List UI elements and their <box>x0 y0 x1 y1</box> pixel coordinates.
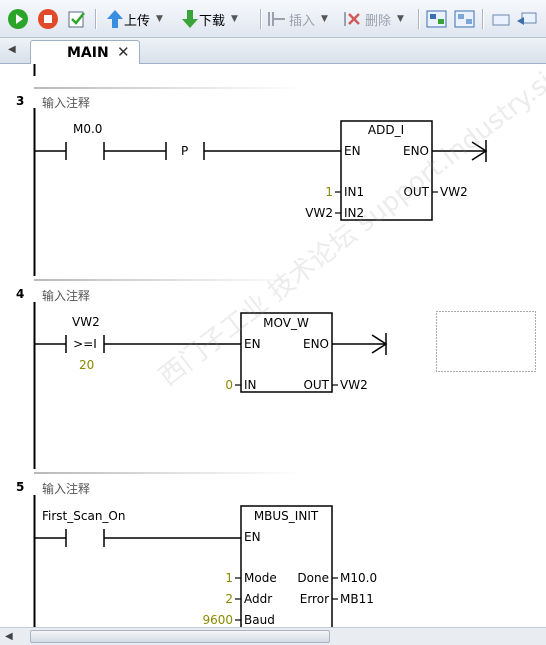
toolbar: 上传 ▼ 下载 ▼ 插入 ▼ 删除 ▼ <box>0 0 546 38</box>
network-view-button[interactable] <box>426 8 448 30</box>
scroll-left-arrow-icon[interactable]: ◀ <box>5 631 13 642</box>
upload-arrow-icon <box>107 10 123 28</box>
compare-operator: >=I <box>73 337 97 351</box>
rung-end-arrow-icon <box>471 140 488 162</box>
pin-in1: IN1 <box>344 185 364 199</box>
download-label: 下载 <box>199 13 226 29</box>
network-3: M0.0 P ADD_I EN ENO IN1 IN2 OUT 1 VW2 <box>35 120 488 221</box>
operand-mode[interactable]: 1 <box>225 571 233 585</box>
pin-en: EN <box>244 337 261 351</box>
network-4: VW2 >=I 20 MOV_W EN ENO IN OUT 0 VW2 <box>35 311 536 393</box>
scrollbar-thumb[interactable] <box>30 630 330 643</box>
window-button[interactable] <box>491 8 511 30</box>
pin-out: OUT <box>303 378 329 392</box>
download-dropdown-icon[interactable]: ▼ <box>231 14 238 24</box>
empty-cell-cursor[interactable] <box>436 311 536 372</box>
pin-addr: Addr <box>244 592 272 606</box>
stop-icon <box>38 9 58 29</box>
delete-button[interactable]: 删除 ▼ <box>343 8 404 30</box>
tab-main-label: MAIN <box>67 45 109 61</box>
pin-eno: ENO <box>303 337 329 351</box>
tab-close-icon[interactable]: ✕ <box>117 43 130 61</box>
network-separator <box>34 87 304 89</box>
compile-check-icon <box>68 11 85 28</box>
contact-address: M0.0 <box>73 122 102 136</box>
network-comment[interactable]: 输入注释 <box>42 289 91 303</box>
box-title: MBUS_INIT <box>254 509 319 523</box>
compare-value[interactable]: 20 <box>79 358 94 372</box>
delete-icon <box>344 12 360 26</box>
operand-baud[interactable]: 9600 <box>202 613 233 627</box>
network-number: 5 <box>16 480 25 494</box>
network-comment[interactable]: 输入注释 <box>42 482 91 496</box>
pin-out: OUT <box>403 185 429 199</box>
pin-baud: Baud <box>244 613 275 627</box>
operand-out[interactable]: VW2 <box>340 378 368 392</box>
run-button[interactable] <box>8 8 28 30</box>
ladder-editor[interactable]: 3 输入注释 4 输入注释 5 输入注释 M0.0 P ADD <box>0 64 546 627</box>
stop-button[interactable] <box>38 8 58 30</box>
operand-addr[interactable]: 2 <box>225 592 233 606</box>
operand-out[interactable]: VW2 <box>440 185 468 199</box>
delete-label: 删除 <box>365 13 392 29</box>
upload-label: 上传 <box>124 13 151 29</box>
pin-en: EN <box>344 144 361 158</box>
operand-error[interactable]: MB11 <box>340 592 374 606</box>
add-i-box[interactable] <box>340 120 433 221</box>
download-arrow-icon <box>182 10 198 28</box>
box-title: ADD_I <box>368 123 404 137</box>
mbus-init-box[interactable] <box>240 505 333 627</box>
window-icon <box>492 14 510 26</box>
edge-label: P <box>181 144 188 158</box>
network-number: 3 <box>16 94 25 108</box>
operand-in1[interactable]: 1 <box>325 185 333 199</box>
network-5: First_Scan_On MBUS_INIT EN Mode Addr Bau… <box>35 505 377 627</box>
contact-address: First_Scan_On <box>42 509 125 523</box>
insert-dropdown-icon[interactable]: ▼ <box>321 14 328 24</box>
mov-w-box[interactable] <box>240 312 333 393</box>
pin-error: Error <box>300 592 329 606</box>
pin-done: Done <box>297 571 329 585</box>
compile-button[interactable] <box>67 8 87 30</box>
network-number: 4 <box>16 287 25 301</box>
upload-button[interactable]: 上传 ▼ <box>106 8 163 30</box>
network-expand-button[interactable] <box>454 8 476 30</box>
insert-icon <box>268 12 285 26</box>
network-expand-icon <box>454 10 475 28</box>
pin-mode: Mode <box>244 571 277 585</box>
network-separator <box>34 472 304 474</box>
delete-dropdown-icon[interactable]: ▼ <box>397 14 404 24</box>
insert-label: 插入 <box>289 13 316 29</box>
contact-no[interactable] <box>65 529 105 547</box>
insert-button[interactable]: 插入 ▼ <box>267 8 328 30</box>
pin-eno: ENO <box>403 144 429 158</box>
tab-bar: ◀ MAIN ✕ <box>0 38 546 65</box>
rung-end-arrow-icon <box>371 333 388 355</box>
swap-icon <box>517 12 537 25</box>
tab-scroll-left-icon[interactable]: ◀ <box>8 44 16 55</box>
pin-en: EN <box>244 530 261 544</box>
network-comment[interactable]: 输入注释 <box>42 96 91 110</box>
tab-main[interactable]: MAIN ✕ <box>30 40 140 65</box>
horizontal-scrollbar[interactable]: ◀ <box>0 627 546 645</box>
operand-done[interactable]: M10.0 <box>340 571 377 585</box>
pin-in2: IN2 <box>344 206 364 220</box>
box-title: MOV_W <box>263 316 309 330</box>
network-separator <box>34 279 304 281</box>
contact-no[interactable] <box>65 142 105 160</box>
download-button[interactable]: 下载 ▼ <box>181 8 238 30</box>
swap-button[interactable] <box>516 8 540 30</box>
run-icon <box>8 9 28 29</box>
pin-in: IN <box>244 378 257 392</box>
upload-dropdown-icon[interactable]: ▼ <box>156 14 163 24</box>
operand-in[interactable]: 0 <box>225 378 233 392</box>
network-view-icon <box>426 10 447 28</box>
contact-address: VW2 <box>72 315 100 329</box>
operand-in2[interactable]: VW2 <box>305 206 333 220</box>
